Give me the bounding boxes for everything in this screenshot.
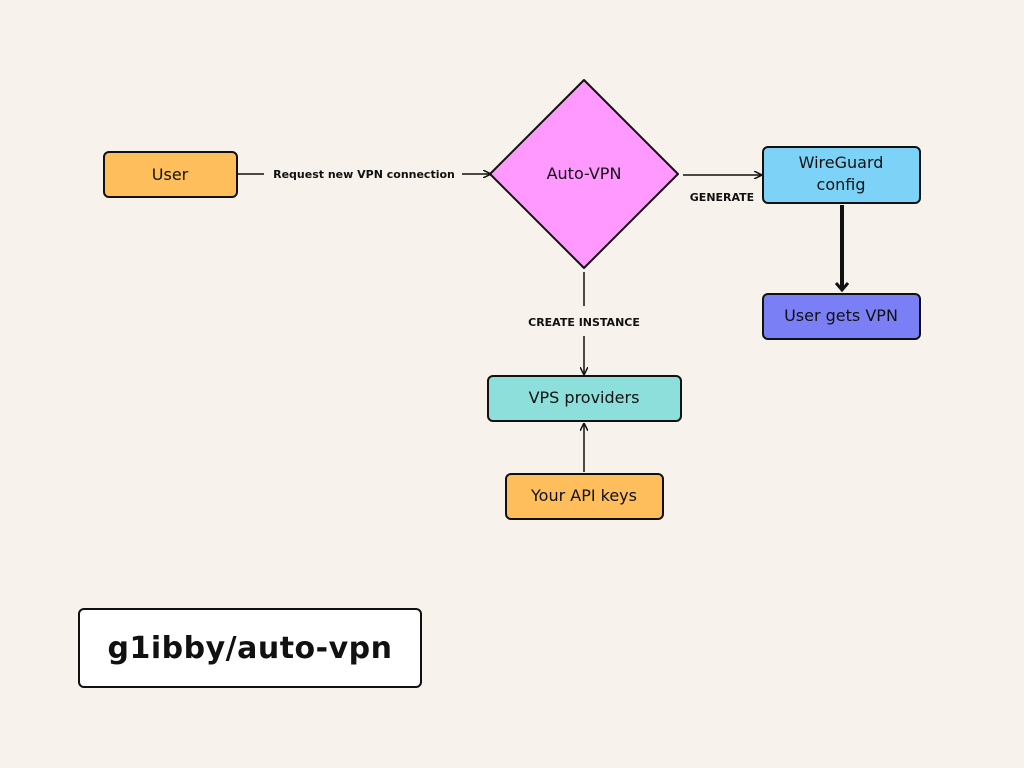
node-user-gets-vpn-box [762,293,921,340]
node-wireguard-label-line1: WireGuard [799,153,884,172]
node-wireguard-config: WireGuard config [762,146,921,204]
node-user-box [103,151,238,198]
node-vps-providers: VPS providers [487,375,682,422]
repo-name: g1ibby/auto-vpn [107,630,393,666]
node-auto-vpn-diamond [489,79,679,269]
edge-generate-label: GENERATE [690,191,754,204]
node-wireguard-label-line2: config [817,175,866,194]
node-user-label: User [152,165,189,184]
node-api-keys-label: Your API keys [530,486,637,505]
repo-name-box: g1ibby/auto-vpn [78,608,422,688]
node-user: User [103,151,238,198]
node-api-keys-box [505,473,664,520]
node-auto-vpn-label: Auto-VPN [547,164,622,183]
edge-request-label: Request new VPN connection [273,168,455,181]
node-user-gets-vpn: User gets VPN [762,293,921,340]
node-vps-providers-box [487,375,682,422]
edge-create-label: CREATE INSTANCE [528,316,640,329]
node-wireguard-box [762,146,921,204]
node-auto-vpn: Auto-VPN [489,79,679,269]
node-api-keys: Your API keys [505,473,664,520]
node-vps-providers-label: VPS providers [529,388,640,407]
node-user-gets-vpn-label: User gets VPN [784,306,898,325]
